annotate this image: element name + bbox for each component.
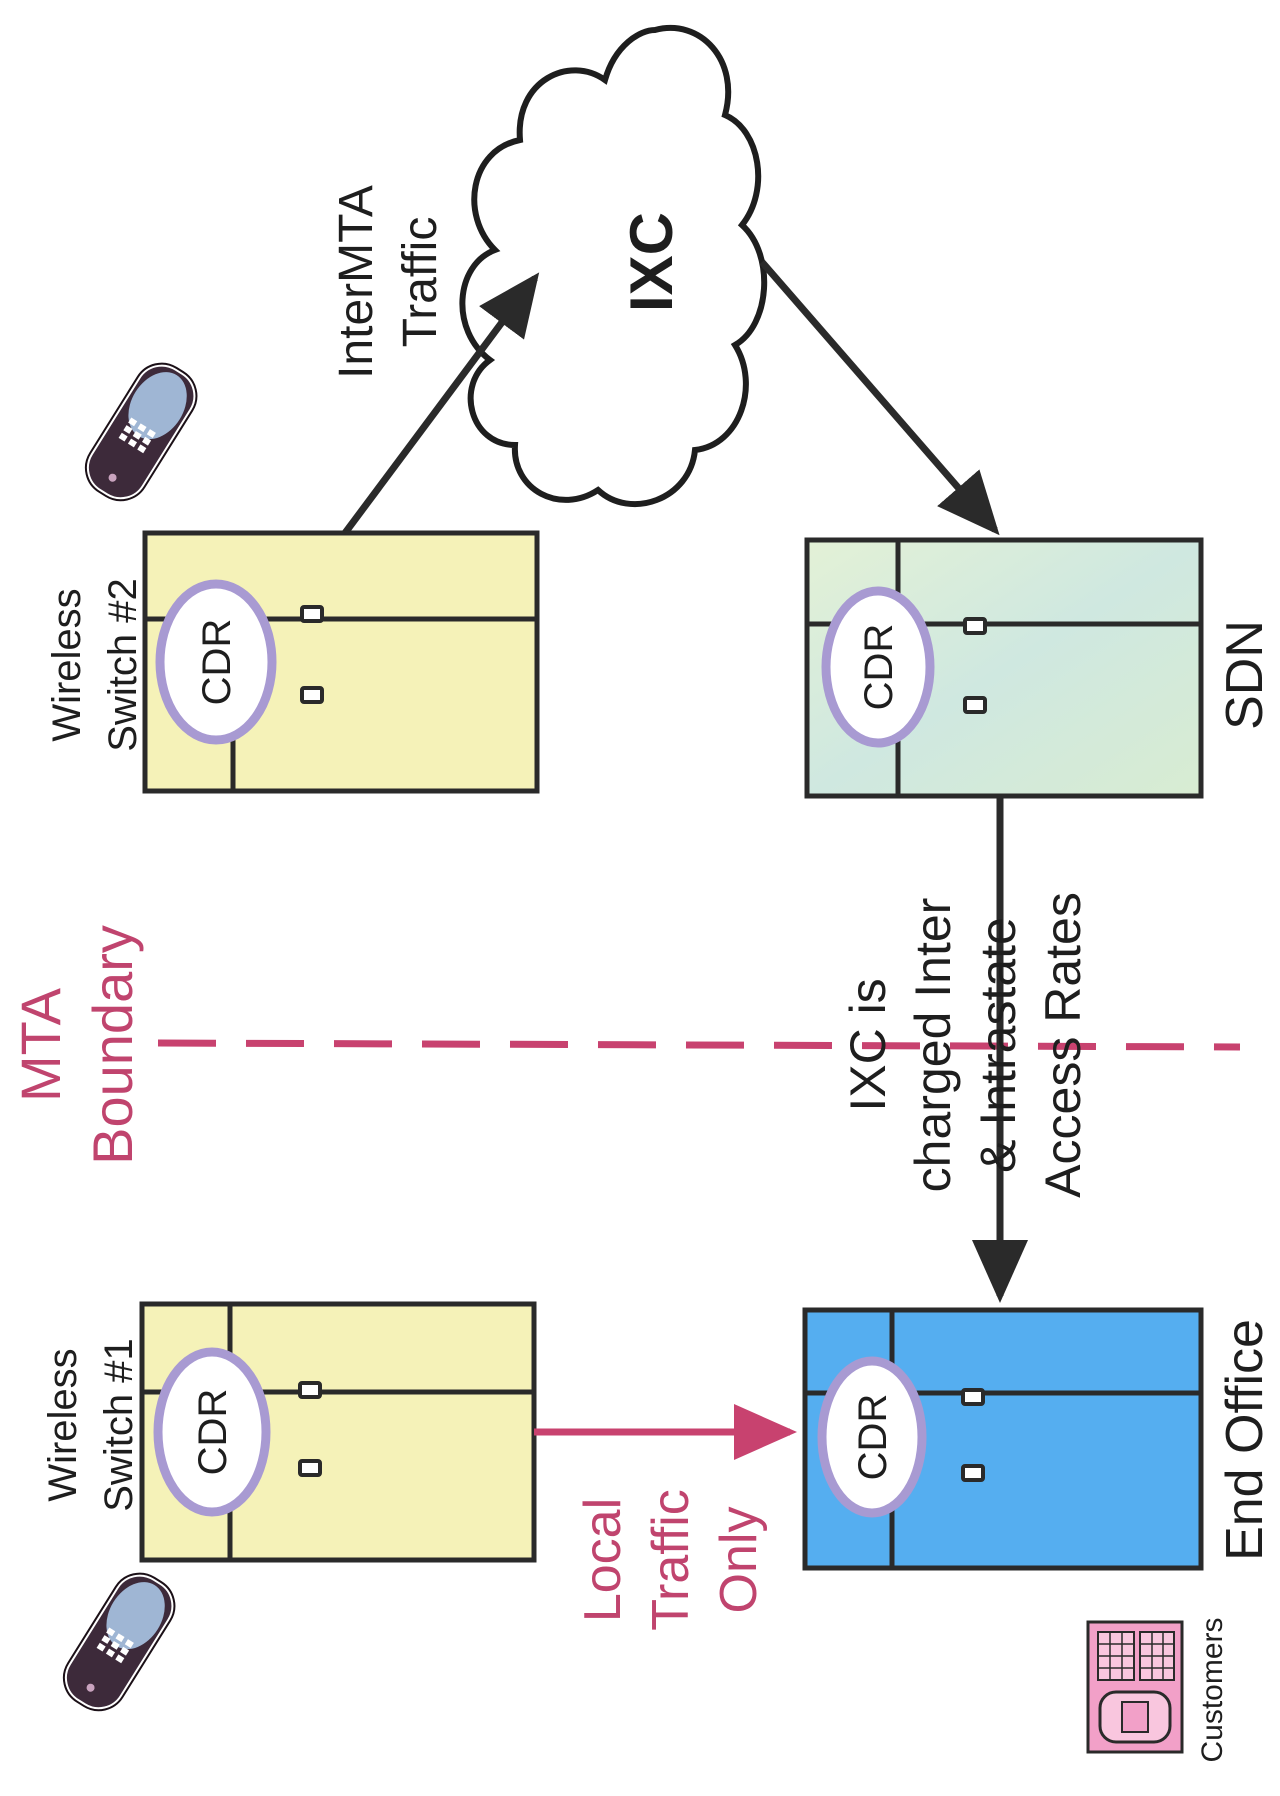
switch2-label-line2: Switch #2 — [101, 578, 145, 751]
mta-label-line1: MTA — [9, 987, 72, 1102]
end-office-switch: CDR — [802, 1307, 1204, 1571]
customers-label: Customers — [1196, 1617, 1229, 1762]
end-office-button-1 — [961, 1388, 985, 1406]
arrow-ixc-to-sdn — [759, 259, 1000, 536]
sdn-button-2 — [963, 696, 987, 714]
intermta-traffic-label: InterMTA Traffic — [330, 185, 447, 379]
switch1-button-1 — [298, 1381, 322, 1399]
intermta-line2: Traffic — [394, 217, 447, 348]
switch1-cdr-label: CDR — [191, 1389, 235, 1476]
switch1-cdr: CDR — [153, 1347, 271, 1517]
ixc-cloud: IXC — [459, 25, 768, 508]
switch1-label: Wireless Switch #1 — [41, 1338, 141, 1511]
arrow-switch2-to-ixc — [342, 272, 540, 536]
charge-note-line1: IXC is — [840, 978, 896, 1111]
switch1-label-line2: Switch #1 — [97, 1338, 141, 1511]
end-office-button-2 — [961, 1464, 985, 1482]
local-traffic-label: Local Traffic Only — [574, 1489, 768, 1631]
switch2-label: Wireless Switch #2 — [45, 578, 145, 751]
local-traffic-line3: Only — [710, 1507, 768, 1614]
mta-boundary-line — [157, 1039, 1241, 1051]
end-office-cdr-label: CDR — [851, 1394, 895, 1481]
switch2-cdr: CDR — [155, 579, 277, 745]
sdn-label: SDN — [1216, 620, 1274, 730]
local-traffic-line2: Traffic — [642, 1489, 700, 1631]
sdn-button-1 — [963, 617, 987, 635]
local-traffic-line1: Local — [574, 1498, 632, 1622]
sdn-cdr: CDR — [821, 586, 935, 748]
mta-boundary-label: MTA Boundary — [9, 925, 144, 1165]
switch1-button-2 — [298, 1459, 322, 1477]
charge-note-line3: & Intrastate — [970, 917, 1026, 1173]
end-office-cdr: CDR — [817, 1356, 927, 1518]
ixc-charge-note: IXC is charged Inter & Intrastate Access… — [840, 892, 1091, 1198]
switch2-button-1 — [300, 605, 324, 623]
charge-note-line4: Access Rates — [1035, 892, 1091, 1198]
desk-phone-icon — [1086, 1620, 1184, 1754]
mta-label-line2: Boundary — [81, 925, 144, 1165]
ixc-label: IXC — [618, 212, 685, 312]
switch1-label-line1: Wireless — [41, 1348, 85, 1501]
switch2-button-2 — [300, 686, 324, 704]
wireless-switch-1: CDR — [139, 1301, 537, 1563]
charge-note-line2: charged Inter — [905, 898, 961, 1193]
wireless-switch-2: CDR — [142, 530, 540, 794]
cell-phone-top-icon — [82, 360, 200, 504]
end-office-label: End Office — [1216, 1319, 1274, 1561]
sdn-cdr-label: CDR — [857, 624, 901, 711]
switch2-cdr-label: CDR — [195, 619, 239, 706]
intermta-line1: InterMTA — [330, 185, 383, 379]
switch2-label-line1: Wireless — [45, 588, 89, 741]
sdn-switch: CDR — [804, 537, 1204, 799]
cell-phone-bottom-icon — [60, 1570, 178, 1714]
